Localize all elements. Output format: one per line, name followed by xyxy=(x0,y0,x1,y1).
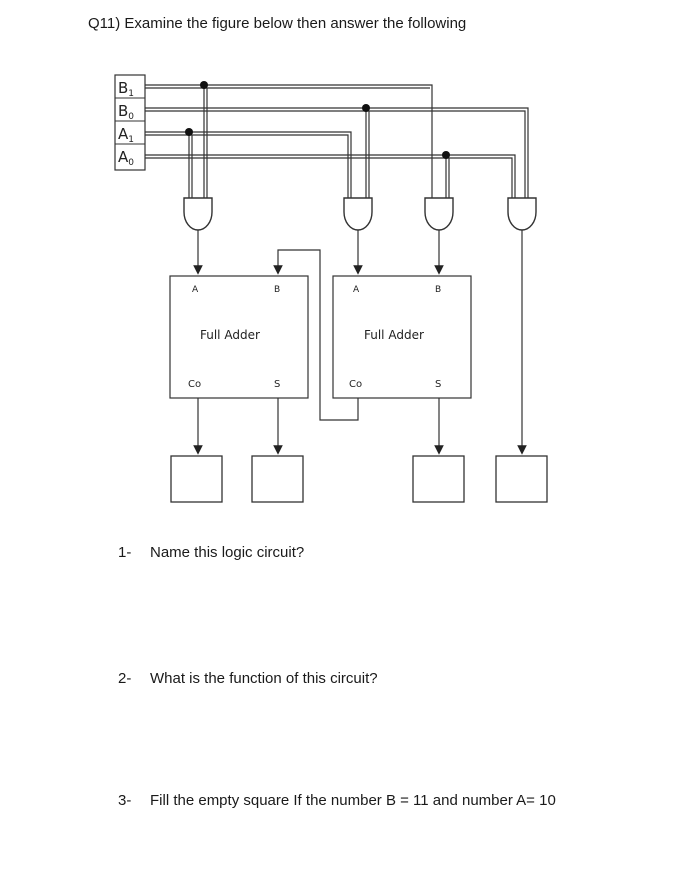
svg-text:Full Adder: Full Adder xyxy=(200,328,260,342)
question-2-number: 2- xyxy=(118,670,132,687)
and-gate-3 xyxy=(424,197,454,231)
svg-text:S: S xyxy=(435,379,441,390)
input-wires xyxy=(145,84,529,198)
svg-text:B: B xyxy=(435,285,441,295)
and-gate-4 xyxy=(507,197,537,231)
svg-text:Co: Co xyxy=(349,379,362,390)
junction-dots xyxy=(185,81,450,159)
full-adder-left: A B Full Adder Co S xyxy=(169,275,309,399)
svg-text:B: B xyxy=(274,285,280,295)
question-title: Q11) Examine the figure below then answe… xyxy=(88,15,467,32)
question-1: 1- Name this logic circuit? xyxy=(118,544,304,561)
svg-text:S: S xyxy=(274,379,280,390)
question-1-number: 1- xyxy=(118,544,132,561)
question-2: 2- What is the function of this circuit? xyxy=(118,670,378,687)
answer-square-3[interactable] xyxy=(412,455,465,503)
answer-square-2[interactable] xyxy=(251,455,304,503)
and-gates xyxy=(183,197,537,231)
svg-text:A: A xyxy=(192,285,199,295)
question-2-text: What is the function of this circuit? xyxy=(150,670,378,687)
answer-squares xyxy=(170,455,548,503)
svg-text:Co: Co xyxy=(188,379,201,390)
and-gate-1 xyxy=(183,197,213,231)
svg-text:A: A xyxy=(353,285,360,295)
question-3: 3- Fill the empty square If the number B … xyxy=(118,792,556,809)
full-adder-right: A B Full Adder Co S xyxy=(332,275,472,399)
answer-square-1[interactable] xyxy=(170,455,223,503)
and-gate-2 xyxy=(343,197,373,231)
svg-text:Full Adder: Full Adder xyxy=(364,328,424,342)
question-3-number: 3- xyxy=(118,792,132,809)
gate-output-wires xyxy=(193,230,527,455)
question-3-text: Fill the empty square If the number B = … xyxy=(150,792,556,809)
logic-circuit-diagram: B1 B0 A1 A0 xyxy=(114,74,548,503)
answer-square-4[interactable] xyxy=(495,455,548,503)
question-1-text: Name this logic circuit? xyxy=(150,544,305,561)
input-labels: B1 B0 A1 A0 xyxy=(114,74,146,171)
